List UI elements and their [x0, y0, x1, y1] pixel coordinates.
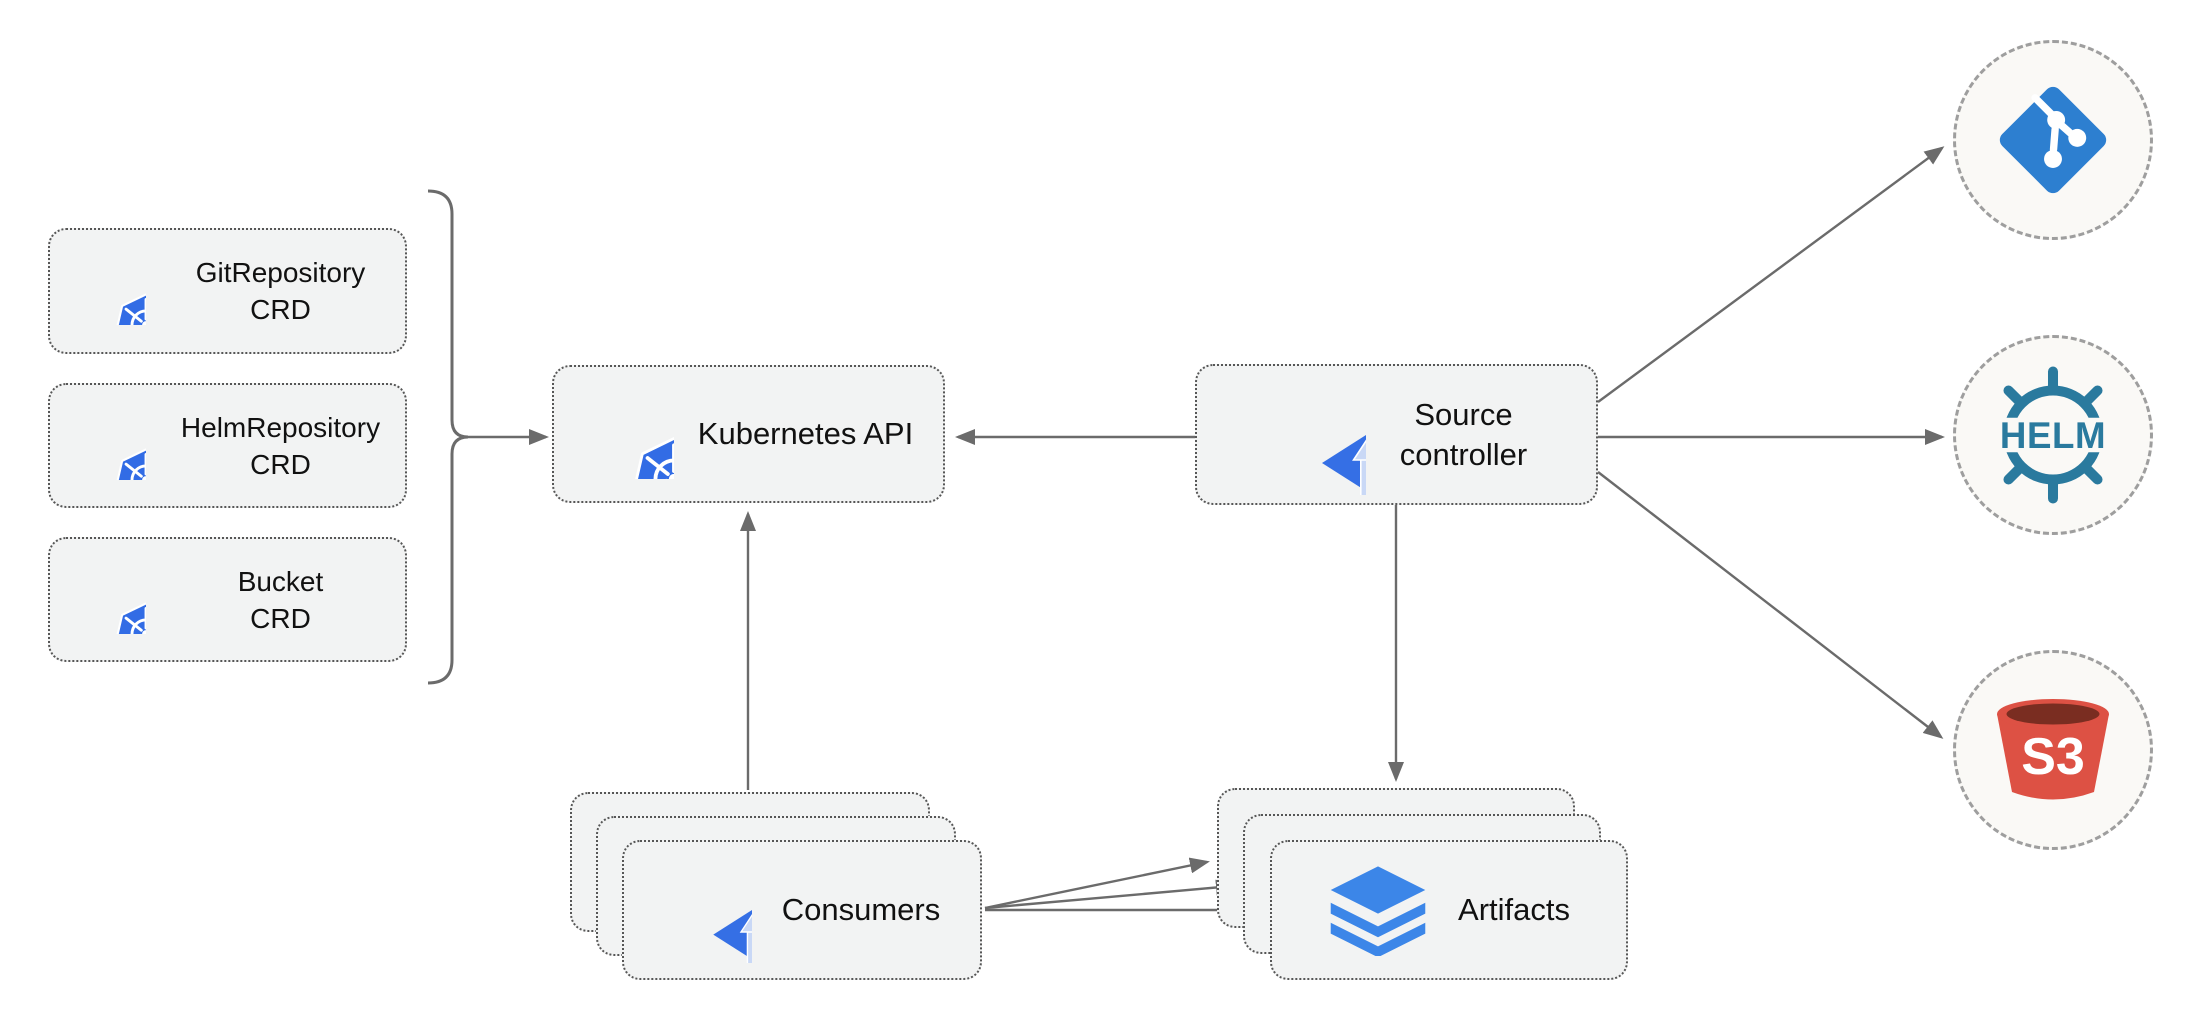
artifacts-node: Artifacts	[1270, 840, 1628, 980]
kubernetes-icon	[78, 257, 146, 325]
kubernetes-icon	[78, 412, 146, 480]
consumers-label: Consumers	[781, 892, 941, 927]
kubernetes-icon	[584, 389, 674, 479]
helmrepository-crd-node: HelmRepository CRD	[48, 383, 407, 508]
kubernetes-icon	[78, 566, 146, 634]
source-controller-line1: Source	[1414, 396, 1513, 432]
gitrepository-crd-line1: GitRepository	[195, 257, 366, 288]
gitrepository-crd-node: GitRepository CRD	[48, 228, 407, 354]
flux-icon	[1266, 375, 1366, 495]
helmrepository-crd-line2: CRD	[250, 448, 311, 480]
arrow-consumers-to-artifacts-2	[984, 879, 1236, 910]
crd-group-bracket	[427, 189, 469, 685]
helm-endpoint: HELM	[1953, 335, 2153, 535]
arrow-source-controller-to-git	[1597, 146, 1945, 403]
git-endpoint	[1953, 40, 2153, 240]
helmrepository-crd-label: HelmRepository CRD	[156, 409, 405, 483]
flux-icon	[664, 857, 752, 963]
consumers-node: Consumers	[622, 840, 982, 980]
artifacts-label: Artifacts	[1458, 892, 1570, 927]
gitrepository-crd-line2: CRD	[250, 294, 311, 325]
s3-endpoint: S3	[1953, 650, 2153, 850]
bucket-crd-line1: Bucket	[237, 565, 324, 597]
gitrepository-crd-label: GitRepository CRD	[156, 254, 405, 328]
helm-logo-text: HELM	[2000, 415, 2106, 456]
bucket-crd-label: Bucket CRD	[156, 563, 405, 637]
s3-logo-text: S3	[2021, 728, 2085, 786]
source-controller-node: Source controller	[1195, 364, 1598, 505]
kubernetes-api-node: Kubernetes API	[552, 365, 945, 503]
source-controller-label: Source controller	[1400, 395, 1528, 475]
arrow-consumers-to-artifacts-1	[984, 857, 1210, 910]
s3-bucket-icon: S3	[1997, 699, 2109, 800]
git-icon	[1999, 86, 2107, 194]
bucket-crd-node: Bucket CRD	[48, 537, 407, 662]
source-controller-line2: controller	[1399, 436, 1528, 472]
kubernetes-api-label: Kubernetes API	[697, 416, 914, 451]
bucket-crd-line2: CRD	[250, 602, 311, 634]
layers-icon	[1330, 866, 1426, 956]
arrow-source-controller-to-s3	[1597, 471, 1944, 739]
helmrepository-crd-line1: HelmRepository	[180, 411, 381, 443]
helm-icon: HELM	[1990, 366, 2116, 504]
